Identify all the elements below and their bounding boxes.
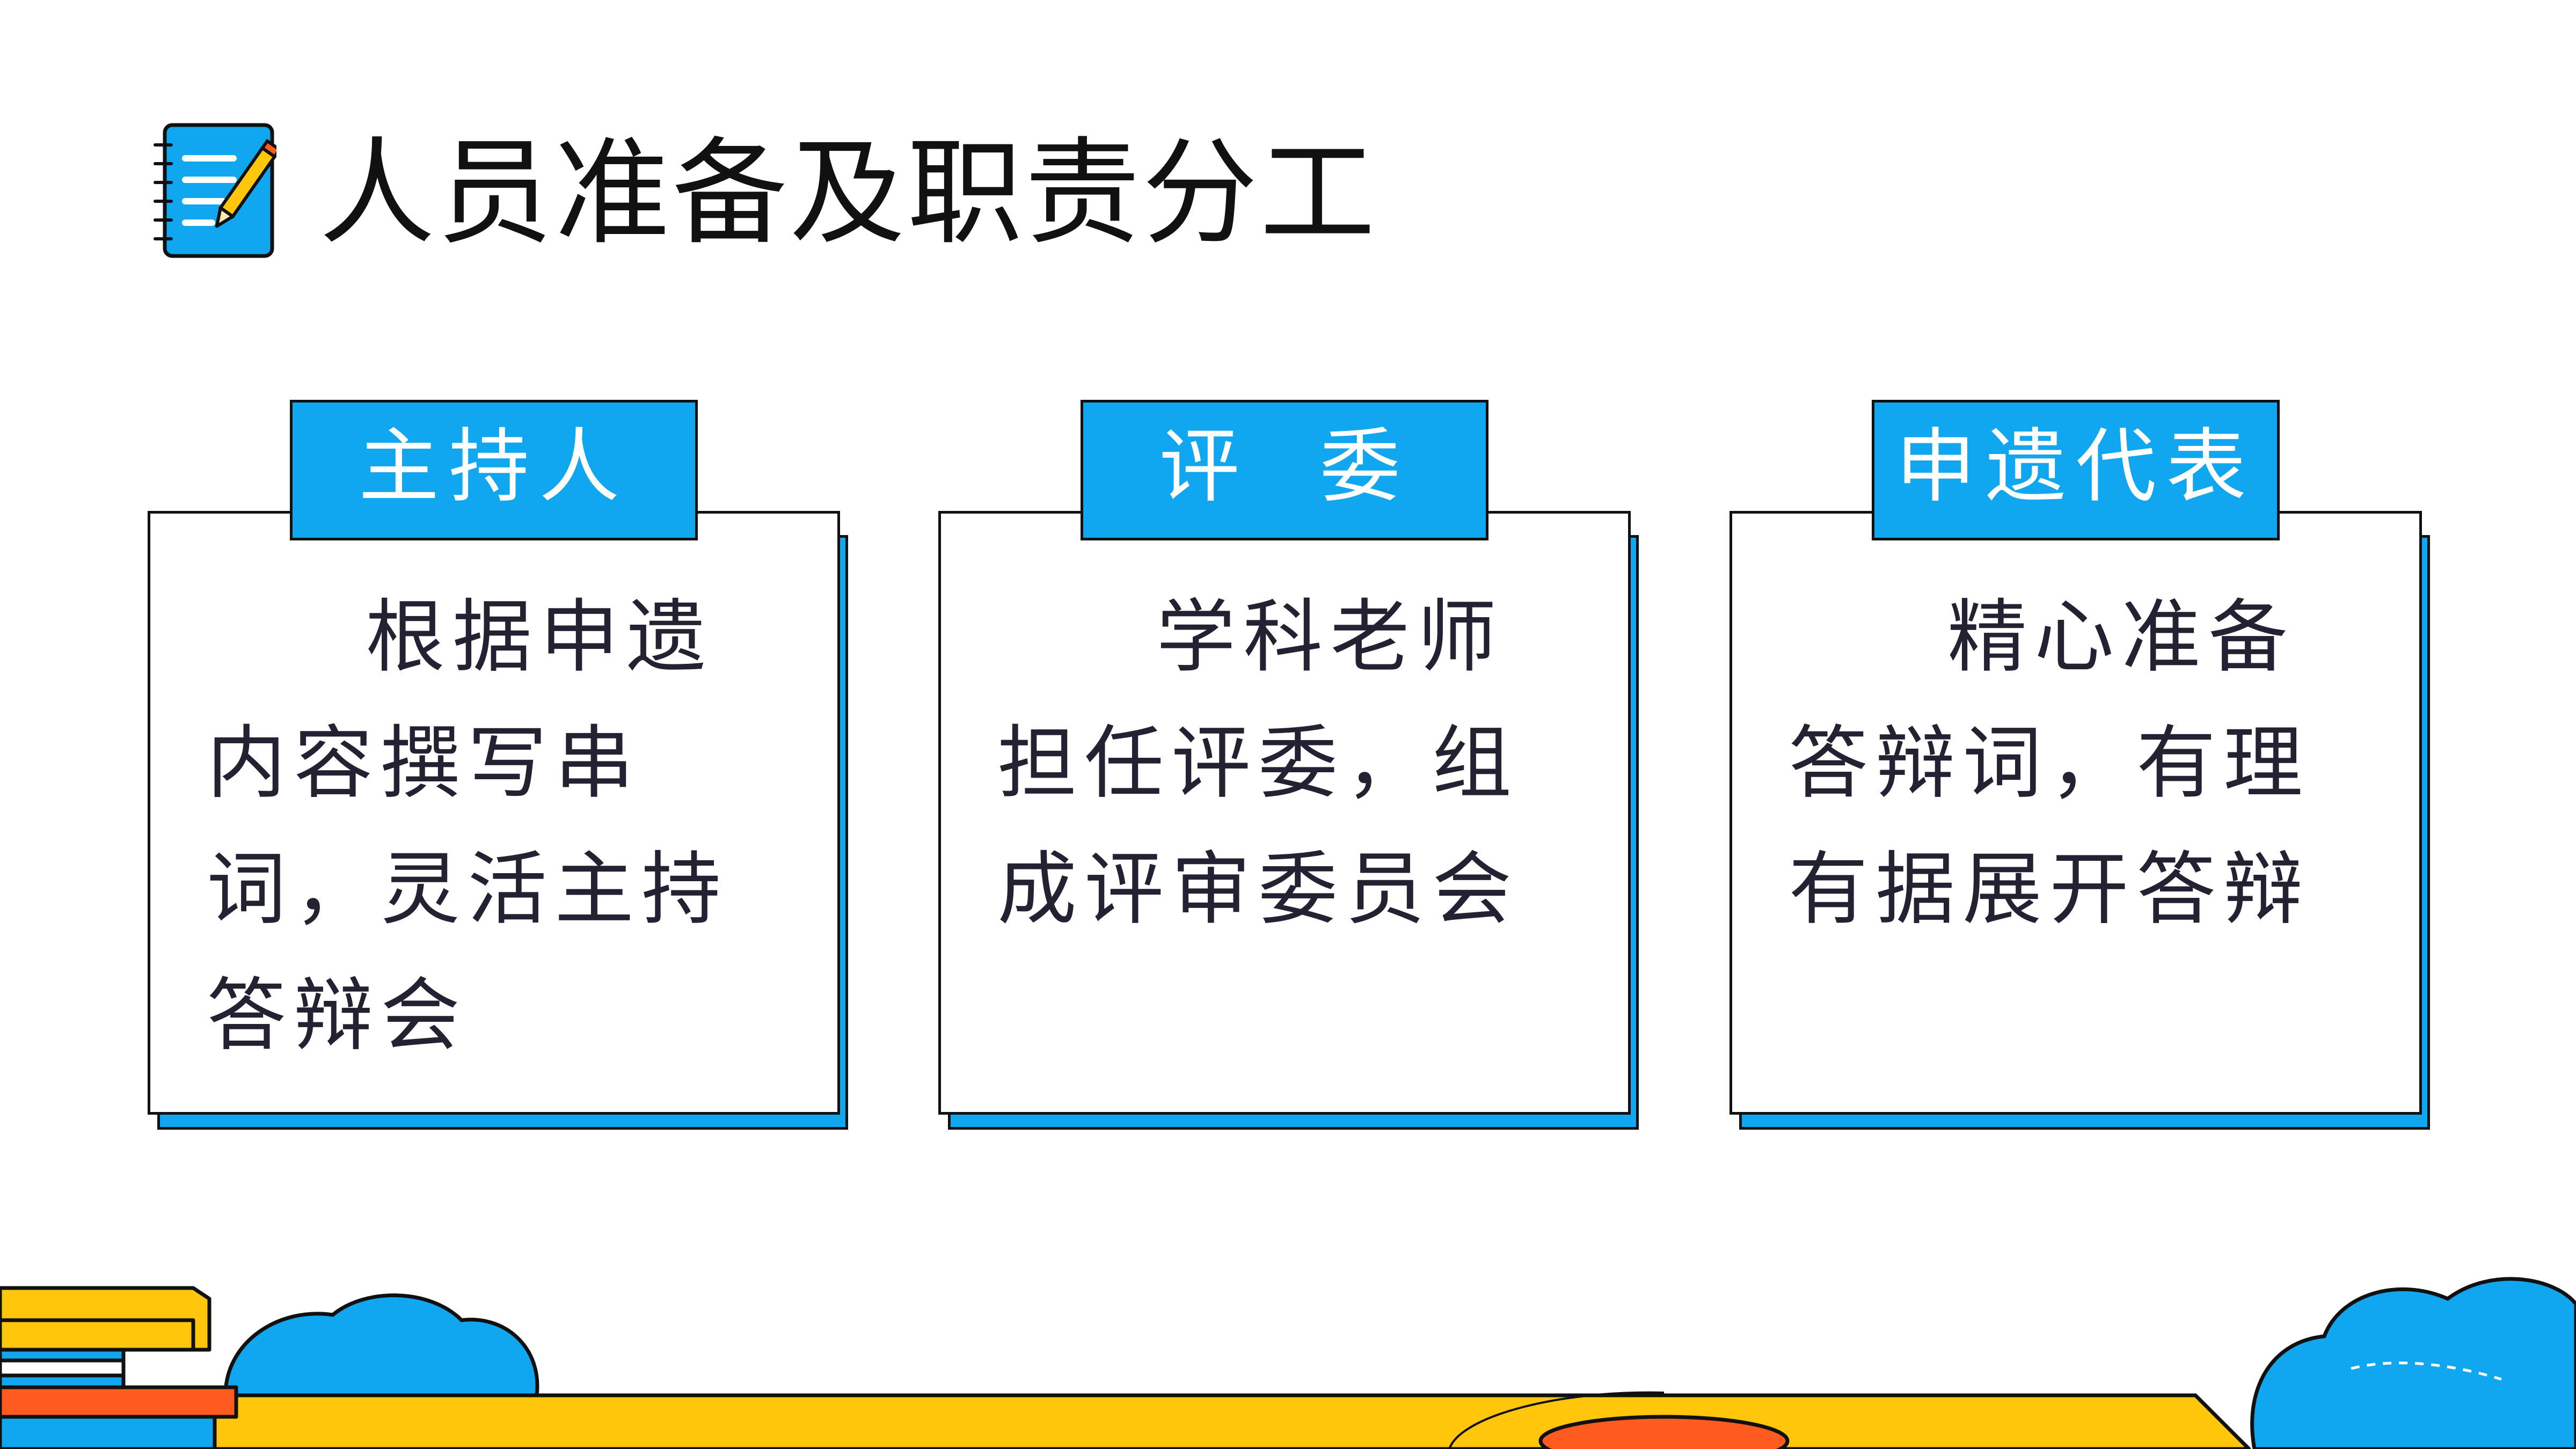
role-description: 学科老师担任评委，组成评审委员会	[997, 591, 1519, 935]
role-description: 精心准备答辩词，有理有据展开答辩	[1789, 591, 2310, 935]
page-title: 人员准备及职责分工	[319, 126, 1377, 260]
card-box	[148, 511, 840, 1115]
card-box	[938, 511, 1631, 1115]
notebook-pencil-icon	[154, 123, 276, 258]
role-card-representative: 申遗代表 精心准备答辩词，有理有据展开答辩	[1730, 400, 2430, 1130]
role-card-host: 主持人 根据申遗内容撰写串词，灵活主持答辩会	[148, 400, 848, 1130]
role-label: 申遗代表	[1872, 400, 2280, 540]
bottom-decoration	[0, 1277, 2576, 1449]
role-description: 根据申遗内容撰写串词，灵活主持答辩会	[207, 591, 728, 1062]
role-label: 评 委	[1081, 400, 1488, 540]
role-label: 主持人	[290, 400, 698, 540]
role-card-judges: 评 委 学科老师担任评委，组成评审委员会	[938, 400, 1639, 1130]
card-box	[1730, 511, 2422, 1115]
